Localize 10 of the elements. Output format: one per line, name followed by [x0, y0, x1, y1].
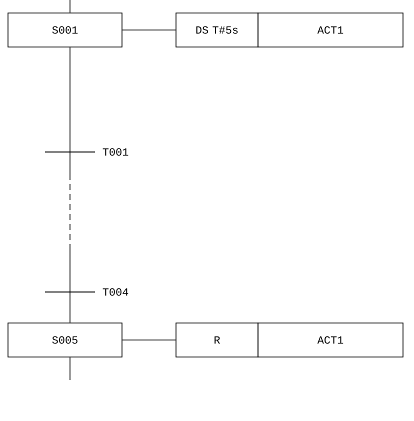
action-box: DS T#5s: [176, 12, 258, 48]
step-box: S005: [8, 322, 122, 358]
action-box: ACT1: [258, 12, 404, 48]
node-label: T001: [102, 148, 128, 156]
action-box: ACT1: [258, 322, 404, 358]
node-label: T004: [102, 288, 128, 296]
action-box: R: [176, 322, 258, 358]
transition-bar: T001: [45, 148, 128, 156]
step-box: S001: [8, 12, 122, 48]
transition-bar: T004: [45, 288, 128, 296]
